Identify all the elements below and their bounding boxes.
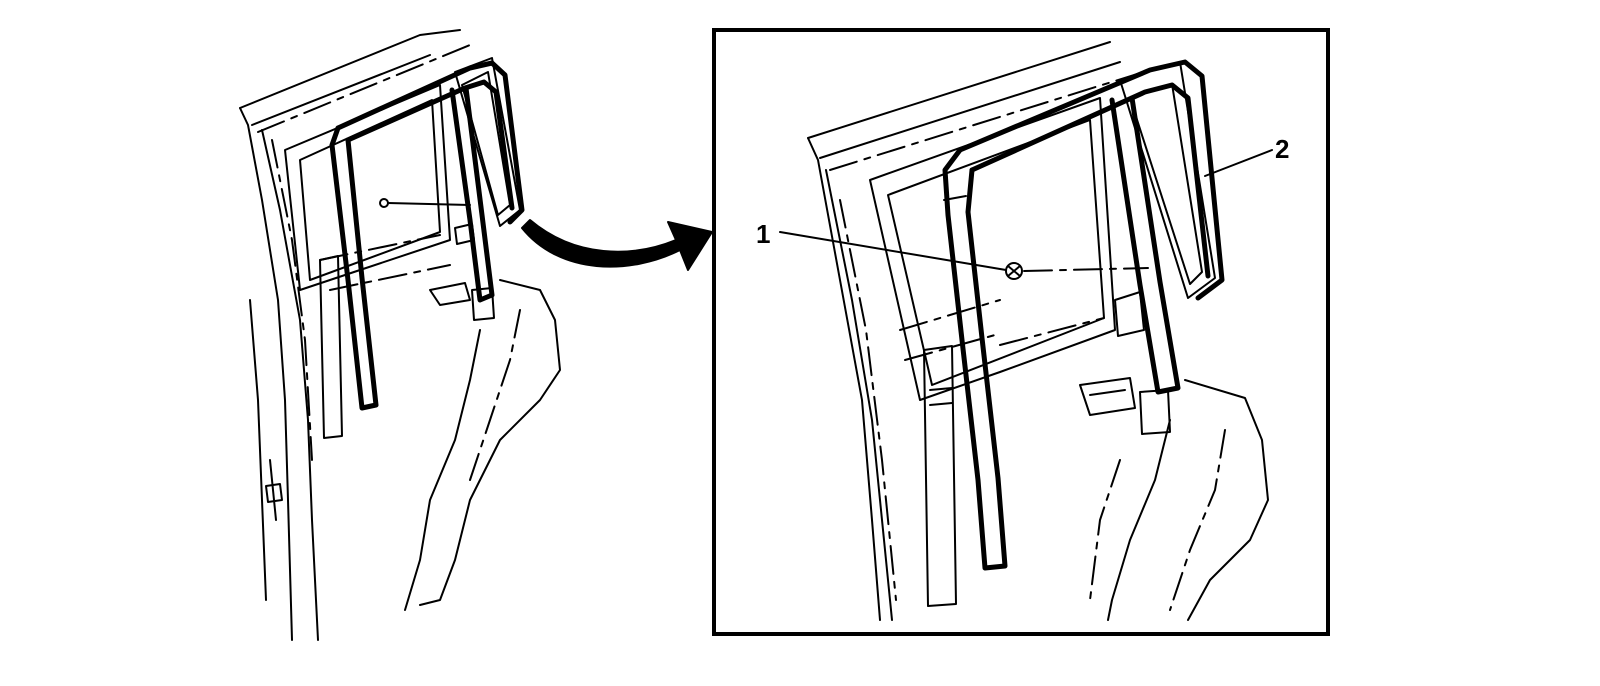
callout-2-leader <box>1204 149 1273 177</box>
callout-2-label: 2 <box>1275 134 1289 164</box>
callout-1-leader <box>779 231 1007 271</box>
bolt-icon <box>1005 262 1023 280</box>
callout-1-label: 1 <box>756 219 770 249</box>
overview-door-illustration <box>239 29 561 641</box>
curved-arrow-icon <box>521 219 713 271</box>
detail-inset: 1 2 <box>712 28 1330 636</box>
detail-frame <box>712 28 1330 636</box>
